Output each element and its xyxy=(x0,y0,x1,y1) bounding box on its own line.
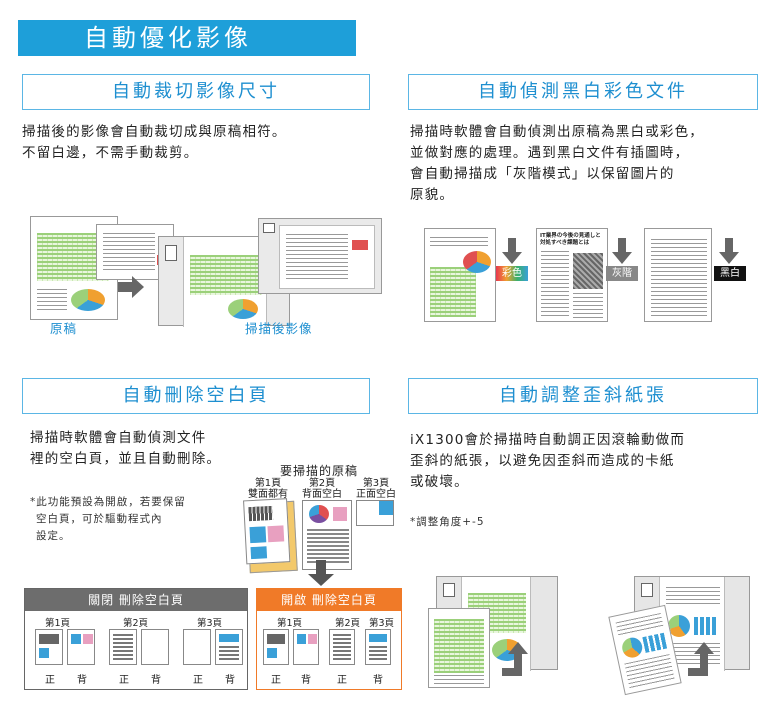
color-document-image xyxy=(424,228,496,322)
off-page3-label: 第3頁 xyxy=(197,618,223,629)
skew-text-line-2: 歪斜的紙張，以避免因歪斜而造成的卡紙 xyxy=(410,453,675,469)
on-page1-front xyxy=(263,629,289,665)
off-page2-back-blank xyxy=(141,629,169,665)
off-back-label-1: 背 xyxy=(77,675,87,686)
on-page2-label: 第2頁 xyxy=(335,618,361,629)
banner-title: 自動優化影像 xyxy=(18,20,356,56)
color-text-line-4: 原貌。 xyxy=(410,187,455,203)
original-page2-label: 第2頁 背面空白 xyxy=(300,478,344,500)
original-page3-label: 第3頁 正面空白 xyxy=(354,478,398,500)
blank-note: *此功能預設為開啟，若要保留 空白頁，可於驅動程式內 設定。 xyxy=(30,494,240,545)
original-page1-label: 第1頁 雙面都有 xyxy=(248,478,288,500)
blank-text-line-1: 掃描時軟體會自動偵測文件 xyxy=(30,430,207,446)
blank-note-line-1: *此功能預設為開啟，若要保留 xyxy=(30,496,186,508)
off-back-label-2: 背 xyxy=(151,675,161,686)
doc-heading-2: 対処すべき課題とは xyxy=(540,240,590,246)
off-page2-front xyxy=(109,629,137,665)
originals-label: 要掃描的原稿 xyxy=(280,464,359,478)
orig-page2-desc: 背面空白 xyxy=(302,489,342,500)
scanned-form-image xyxy=(258,218,382,294)
off-back-label-3: 背 xyxy=(225,675,235,686)
color-text-line-2: 並做對應的處理。遇到黑白文件有插圖時， xyxy=(410,145,690,161)
orig-page1-desc: 雙面都有 xyxy=(248,489,288,500)
blank-off-panel: 關閉 刪除空白頁 第1頁 第2頁 第3頁 正 背 正 背 正 背 xyxy=(24,588,248,690)
on-page1-label: 第1頁 xyxy=(277,618,303,629)
label-original: 原稿 xyxy=(50,321,78,336)
skew-original-1 xyxy=(428,608,490,688)
skew-section-title: 自動調整歪斜紙張 xyxy=(408,378,758,414)
crop-section-title: 自動裁切影像尺寸 xyxy=(22,74,370,110)
color-text-line-3: 會自動掃描成「灰階模式」以保留圖片的 xyxy=(410,166,675,182)
grayscale-document-image: IT業界の今後の見通しと 対処すべき課題とは xyxy=(536,228,608,322)
crop-description: 掃描後的影像會自動裁切成與原稿相符。 不留白邊，不需手動裁剪。 xyxy=(22,122,372,164)
doc-heading: IT業界の今後の見通しと xyxy=(540,233,601,239)
blank-note-line-3: 設定。 xyxy=(36,530,71,542)
skew-note: *調整角度+-5 xyxy=(410,516,485,528)
on-front-label-2: 正 xyxy=(337,675,347,686)
color-section-title: 自動偵測黑白彩色文件 xyxy=(408,74,758,110)
blank-on-panel: 開啟 刪除空白頁 第1頁 第2頁 第3頁 正 背 正 背 xyxy=(256,588,402,690)
blank-text-line-2: 裡的空白頁，並且自動刪除。 xyxy=(30,451,222,467)
on-back-label-3: 背 xyxy=(373,675,383,686)
on-back-label-1: 背 xyxy=(301,675,311,686)
off-page3-back xyxy=(215,629,243,665)
off-front-label-1: 正 xyxy=(45,675,55,686)
off-page1-front xyxy=(35,629,63,665)
crop-text-line-2: 不留白邊，不需手動裁剪。 xyxy=(22,145,199,161)
color-text-line-1: 掃描時軟體會自動偵測出原稿為黑白或彩色， xyxy=(410,124,704,140)
on-page3-back xyxy=(365,629,391,665)
off-page1-label: 第1頁 xyxy=(45,618,71,629)
orig-page3-num: 第3頁 xyxy=(362,478,390,489)
blank-note-line-2: 空白頁，可於驅動程式內 xyxy=(36,513,163,525)
skew-illustration xyxy=(424,574,764,700)
off-page1-back xyxy=(67,629,95,665)
skew-description: iX1300會於掃描時自動調正因滾輪動做而 歪斜的紙張，以避免因歪斜而造成的卡紙… xyxy=(410,430,766,493)
on-page2-front xyxy=(329,629,355,665)
off-page2-label: 第2頁 xyxy=(123,618,149,629)
orig-page3-desc: 正面空白 xyxy=(356,489,396,500)
skew-text-line-1: iX1300會於掃描時自動調正因滾輪動做而 xyxy=(410,432,686,448)
original-page3-image xyxy=(356,500,394,526)
original-page1-image xyxy=(243,498,298,574)
blank-section-title: 自動刪除空白頁 xyxy=(22,378,370,414)
original-page2-image xyxy=(302,500,352,570)
blank-on-title: 開啟 刪除空白頁 xyxy=(257,589,401,611)
on-page1-back xyxy=(293,629,319,665)
tag-color: 彩色 xyxy=(496,266,528,281)
blank-description: 掃描時軟體會自動偵測文件 裡的空白頁，並且自動刪除。 xyxy=(30,428,270,470)
tag-black-white: 黑白 xyxy=(714,266,746,281)
down-arrow-icon xyxy=(308,574,334,586)
crop-arrow-icon xyxy=(118,282,132,292)
label-scanned-image: 掃描後影像 xyxy=(245,321,313,336)
on-page3-label: 第3頁 xyxy=(369,618,395,629)
color-description: 掃描時軟體會自動偵測出原稿為黑白或彩色， 並做對應的處理。遇到黑白文件有插圖時，… xyxy=(410,122,766,206)
orig-page2-num: 第2頁 xyxy=(308,478,336,489)
off-front-label-3: 正 xyxy=(193,675,203,686)
crop-text-line-1: 掃描後的影像會自動裁切成與原稿相符。 xyxy=(22,124,287,140)
black-white-document-image xyxy=(644,228,712,322)
color-detection-illustration: 彩色 IT業界の今後の見通しと 対処すべき課題とは 灰階 黑白 xyxy=(420,226,760,326)
orig-page1-num: 第1頁 xyxy=(254,478,282,489)
skew-text-line-3: 或破壞。 xyxy=(410,474,469,490)
blank-off-title: 關閉 刪除空白頁 xyxy=(25,589,247,611)
crop-illustration xyxy=(22,212,382,332)
tag-grayscale: 灰階 xyxy=(606,266,638,281)
off-front-label-2: 正 xyxy=(119,675,129,686)
arrow-down-icon xyxy=(502,252,522,264)
up-arrow-icon xyxy=(508,642,528,654)
off-page3-front-blank xyxy=(183,629,211,665)
on-front-label-1: 正 xyxy=(271,675,281,686)
